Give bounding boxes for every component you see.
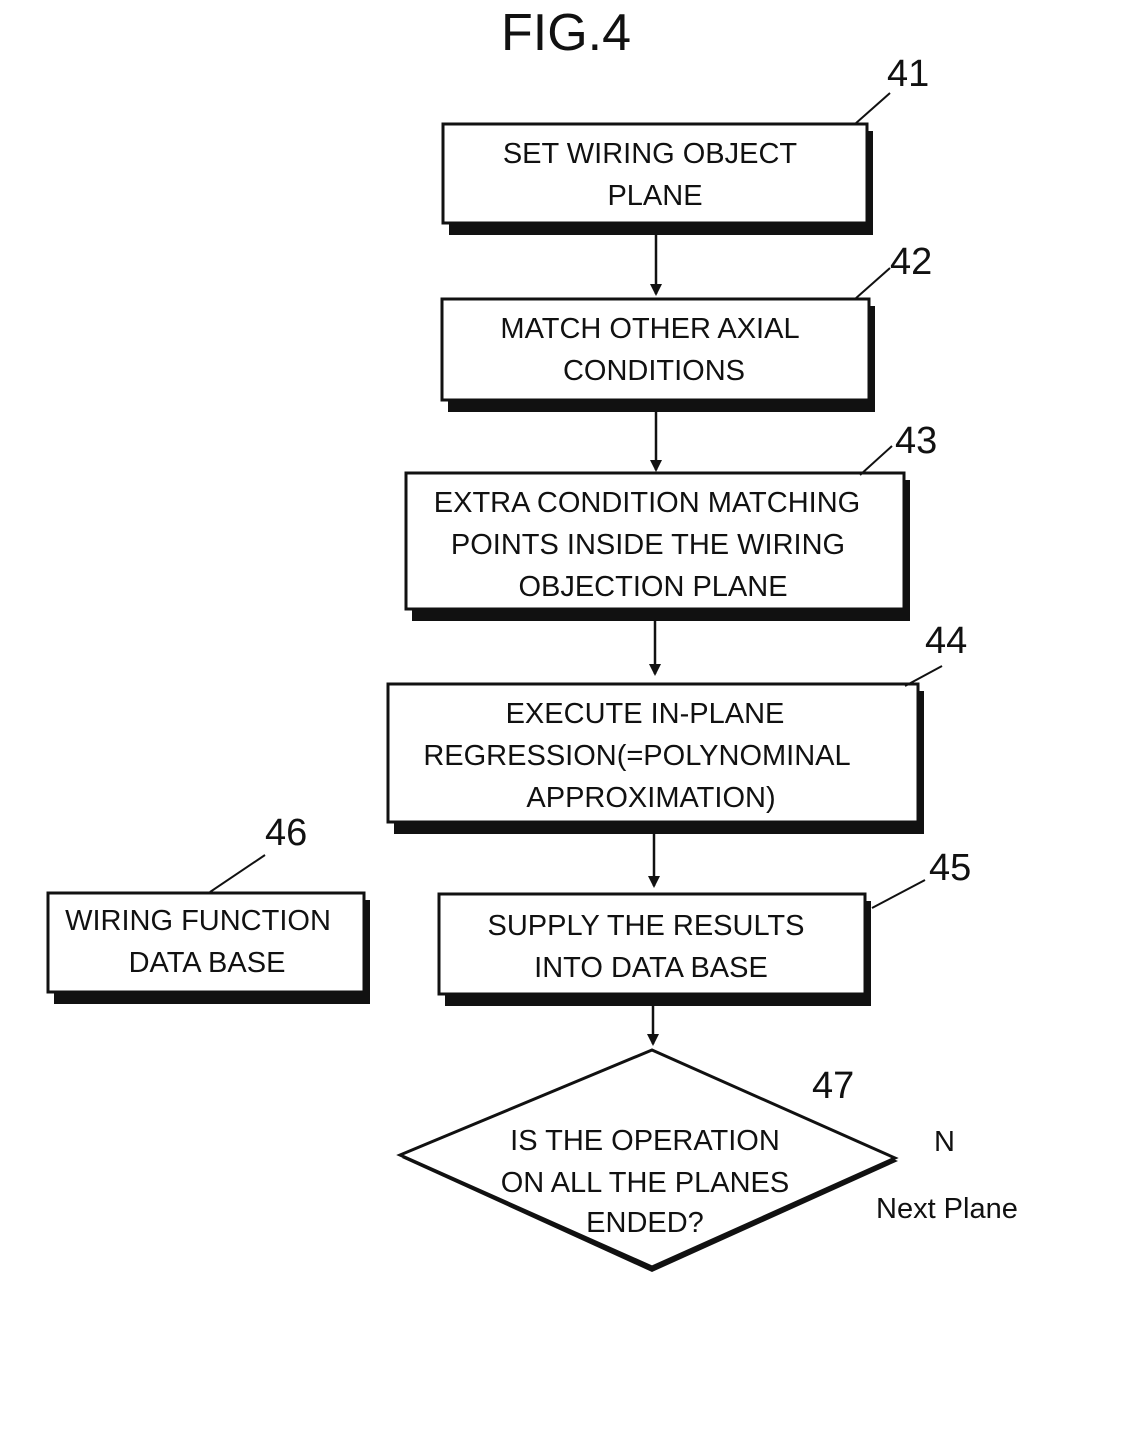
step-43-box: EXTRA CONDITION MATCHING POINTS INSIDE T… <box>404 471 910 621</box>
step-44-leader-line <box>904 665 943 687</box>
step-44-ref: 44 <box>925 620 967 662</box>
decision-line-2: ON ALL THE PLANES <box>501 1167 790 1199</box>
step-43-leader-line <box>859 445 893 476</box>
database-leader-line <box>209 854 266 893</box>
figure-title: FIG.4 <box>501 4 631 62</box>
decision-line-3: ENDED? <box>586 1207 704 1239</box>
database-line-2: DATA BASE <box>129 947 286 979</box>
step-43-ref: 43 <box>895 420 937 462</box>
step-45-box: SUPPLY THE RESULTS INTO DATA BASE <box>437 892 871 1006</box>
database-46-box: WIRING FUNCTION DATA BASE <box>46 891 370 1004</box>
step-44-line-2: REGRESSION(=POLYNOMINAL <box>423 740 850 772</box>
step-44-line-3: APPROXIMATION) <box>526 782 775 814</box>
decision-ref: 47 <box>812 1065 854 1107</box>
step-45-line-1: SUPPLY THE RESULTS <box>488 910 805 942</box>
step-43-line-3: OBJECTION PLANE <box>518 571 787 603</box>
decision-47-diamond: IS THE OPERATION ON ALL THE PLANES ENDED… <box>396 1048 899 1272</box>
step-43-line-2: POINTS INSIDE THE WIRING <box>451 529 845 561</box>
database-ref: 46 <box>265 812 307 854</box>
step-42-line-2: CONDITIONS <box>563 355 745 387</box>
step-41-box: SET WIRING OBJECT PLANE <box>441 122 873 235</box>
decision-no-label: N <box>934 1126 955 1158</box>
decision-line-1: IS THE OPERATION <box>510 1125 780 1157</box>
step-45-leader-line <box>871 879 926 909</box>
step-42-box: MATCH OTHER AXIAL CONDITIONS <box>440 297 875 412</box>
step-42-ref: 42 <box>890 241 932 283</box>
step-45-ref: 45 <box>929 847 971 889</box>
step-45-line-2: INTO DATA BASE <box>534 952 768 984</box>
step-41-leader-line <box>854 92 891 125</box>
step-43-line-1: EXTRA CONDITION MATCHING <box>434 487 860 519</box>
step-44-box: EXECUTE IN-PLANE REGRESSION(=POLYNOMINAL… <box>386 682 924 834</box>
step-42-leader-line <box>854 267 891 300</box>
decision-no-action: Next Plane <box>876 1193 1018 1225</box>
step-41-ref: 41 <box>887 53 929 95</box>
step-42-line-1: MATCH OTHER AXIAL <box>500 313 799 345</box>
step-41-line-1: SET WIRING OBJECT <box>503 138 798 170</box>
step-41-line-2: PLANE <box>607 180 702 212</box>
database-line-1: WIRING FUNCTION <box>65 905 331 937</box>
step-44-line-1: EXECUTE IN-PLANE <box>506 698 785 730</box>
